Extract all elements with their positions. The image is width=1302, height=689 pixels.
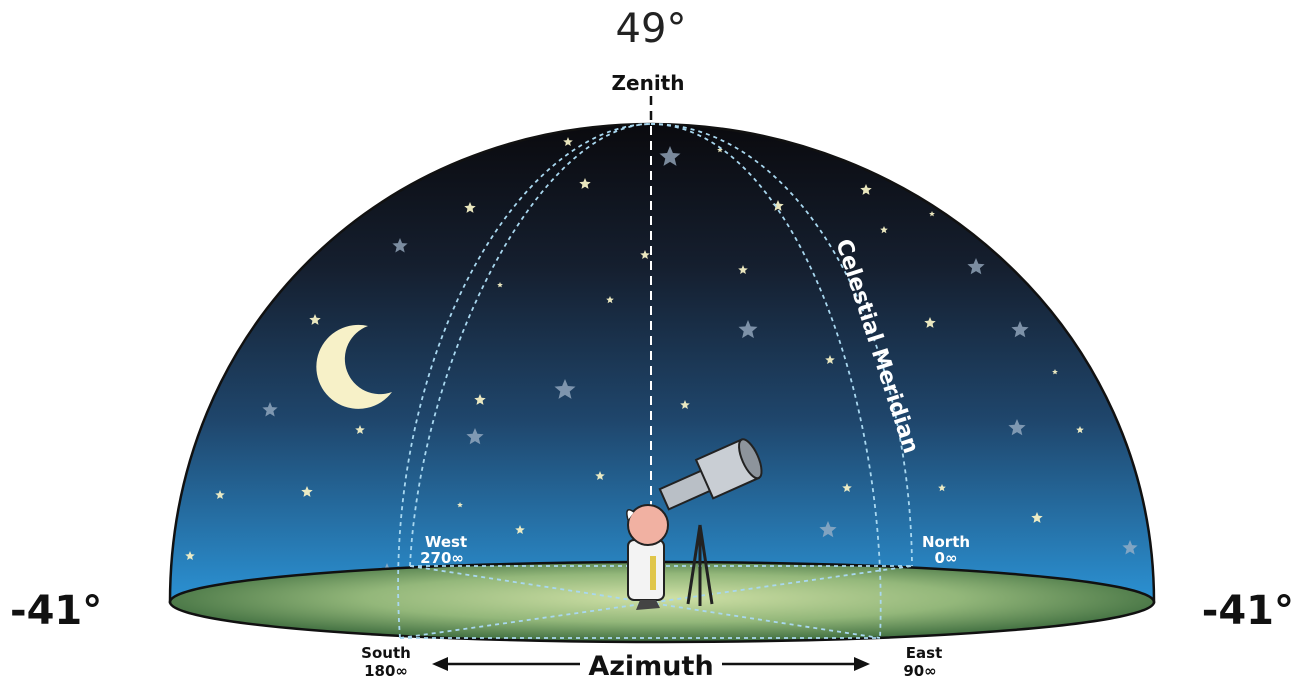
celestial-meridian-arc (397, 123, 652, 639)
star-icon (1008, 419, 1026, 436)
star-icon (1122, 540, 1138, 555)
star-icon (563, 137, 573, 146)
star-icon (579, 178, 591, 189)
star-icon (772, 200, 784, 211)
star-icon (606, 296, 614, 304)
south-degrees-label: 180∞ (364, 662, 408, 680)
star-icon (1031, 512, 1043, 523)
star-icon (392, 238, 408, 253)
star-icon (967, 258, 985, 275)
star-icon (929, 211, 935, 217)
telescope-icon (658, 438, 763, 511)
star-icon (457, 502, 463, 508)
star-icon (819, 521, 837, 538)
star-icon (297, 237, 303, 243)
star-icon (595, 471, 605, 480)
star-icon (1076, 426, 1084, 434)
star-icon (640, 250, 650, 259)
east-arc (650, 123, 882, 639)
left-horizon-angle-value: -41° (10, 588, 103, 634)
star-field (185, 137, 1138, 602)
star-icon (1011, 321, 1029, 338)
east-degrees-label: 90∞ (903, 662, 936, 680)
zenith-label: Zenith (612, 71, 685, 95)
star-icon (262, 402, 278, 417)
azimuth-label: Azimuth (588, 651, 713, 682)
star-icon (466, 428, 484, 445)
star-icon (738, 320, 758, 339)
star-icon (515, 525, 525, 534)
star-icon (680, 400, 690, 409)
north-label: North (922, 533, 970, 551)
zenith-angle-value: 49° (615, 6, 687, 52)
star-icon (717, 147, 723, 153)
star-icon (301, 486, 313, 497)
star-icon (842, 483, 852, 492)
star-icon (860, 184, 872, 195)
star-icon (185, 551, 195, 560)
star-icon (1052, 369, 1058, 375)
star-icon (880, 226, 888, 234)
star-icon (464, 202, 476, 213)
star-icon (215, 490, 225, 499)
star-icon (309, 314, 321, 325)
star-icon (924, 317, 936, 328)
east-label: East (906, 644, 942, 662)
star-icon (474, 394, 486, 405)
star-icon (355, 425, 365, 434)
south-label: South (361, 644, 411, 662)
star-icon (497, 282, 503, 288)
west-degrees-label: 270∞ (420, 549, 464, 567)
right-horizon-angle-value: -41° (1201, 588, 1294, 634)
star-icon (738, 265, 748, 274)
star-icon (825, 355, 835, 364)
west-arc (409, 123, 652, 567)
star-icon (554, 379, 576, 399)
astronomer-with-telescope (626, 438, 763, 610)
star-icon (659, 146, 681, 166)
north-degrees-label: 0∞ (935, 549, 958, 567)
west-label: West (425, 533, 467, 551)
azimuth-arrow (432, 657, 870, 671)
star-icon (938, 484, 946, 492)
crescent-moon-icon (316, 324, 392, 409)
